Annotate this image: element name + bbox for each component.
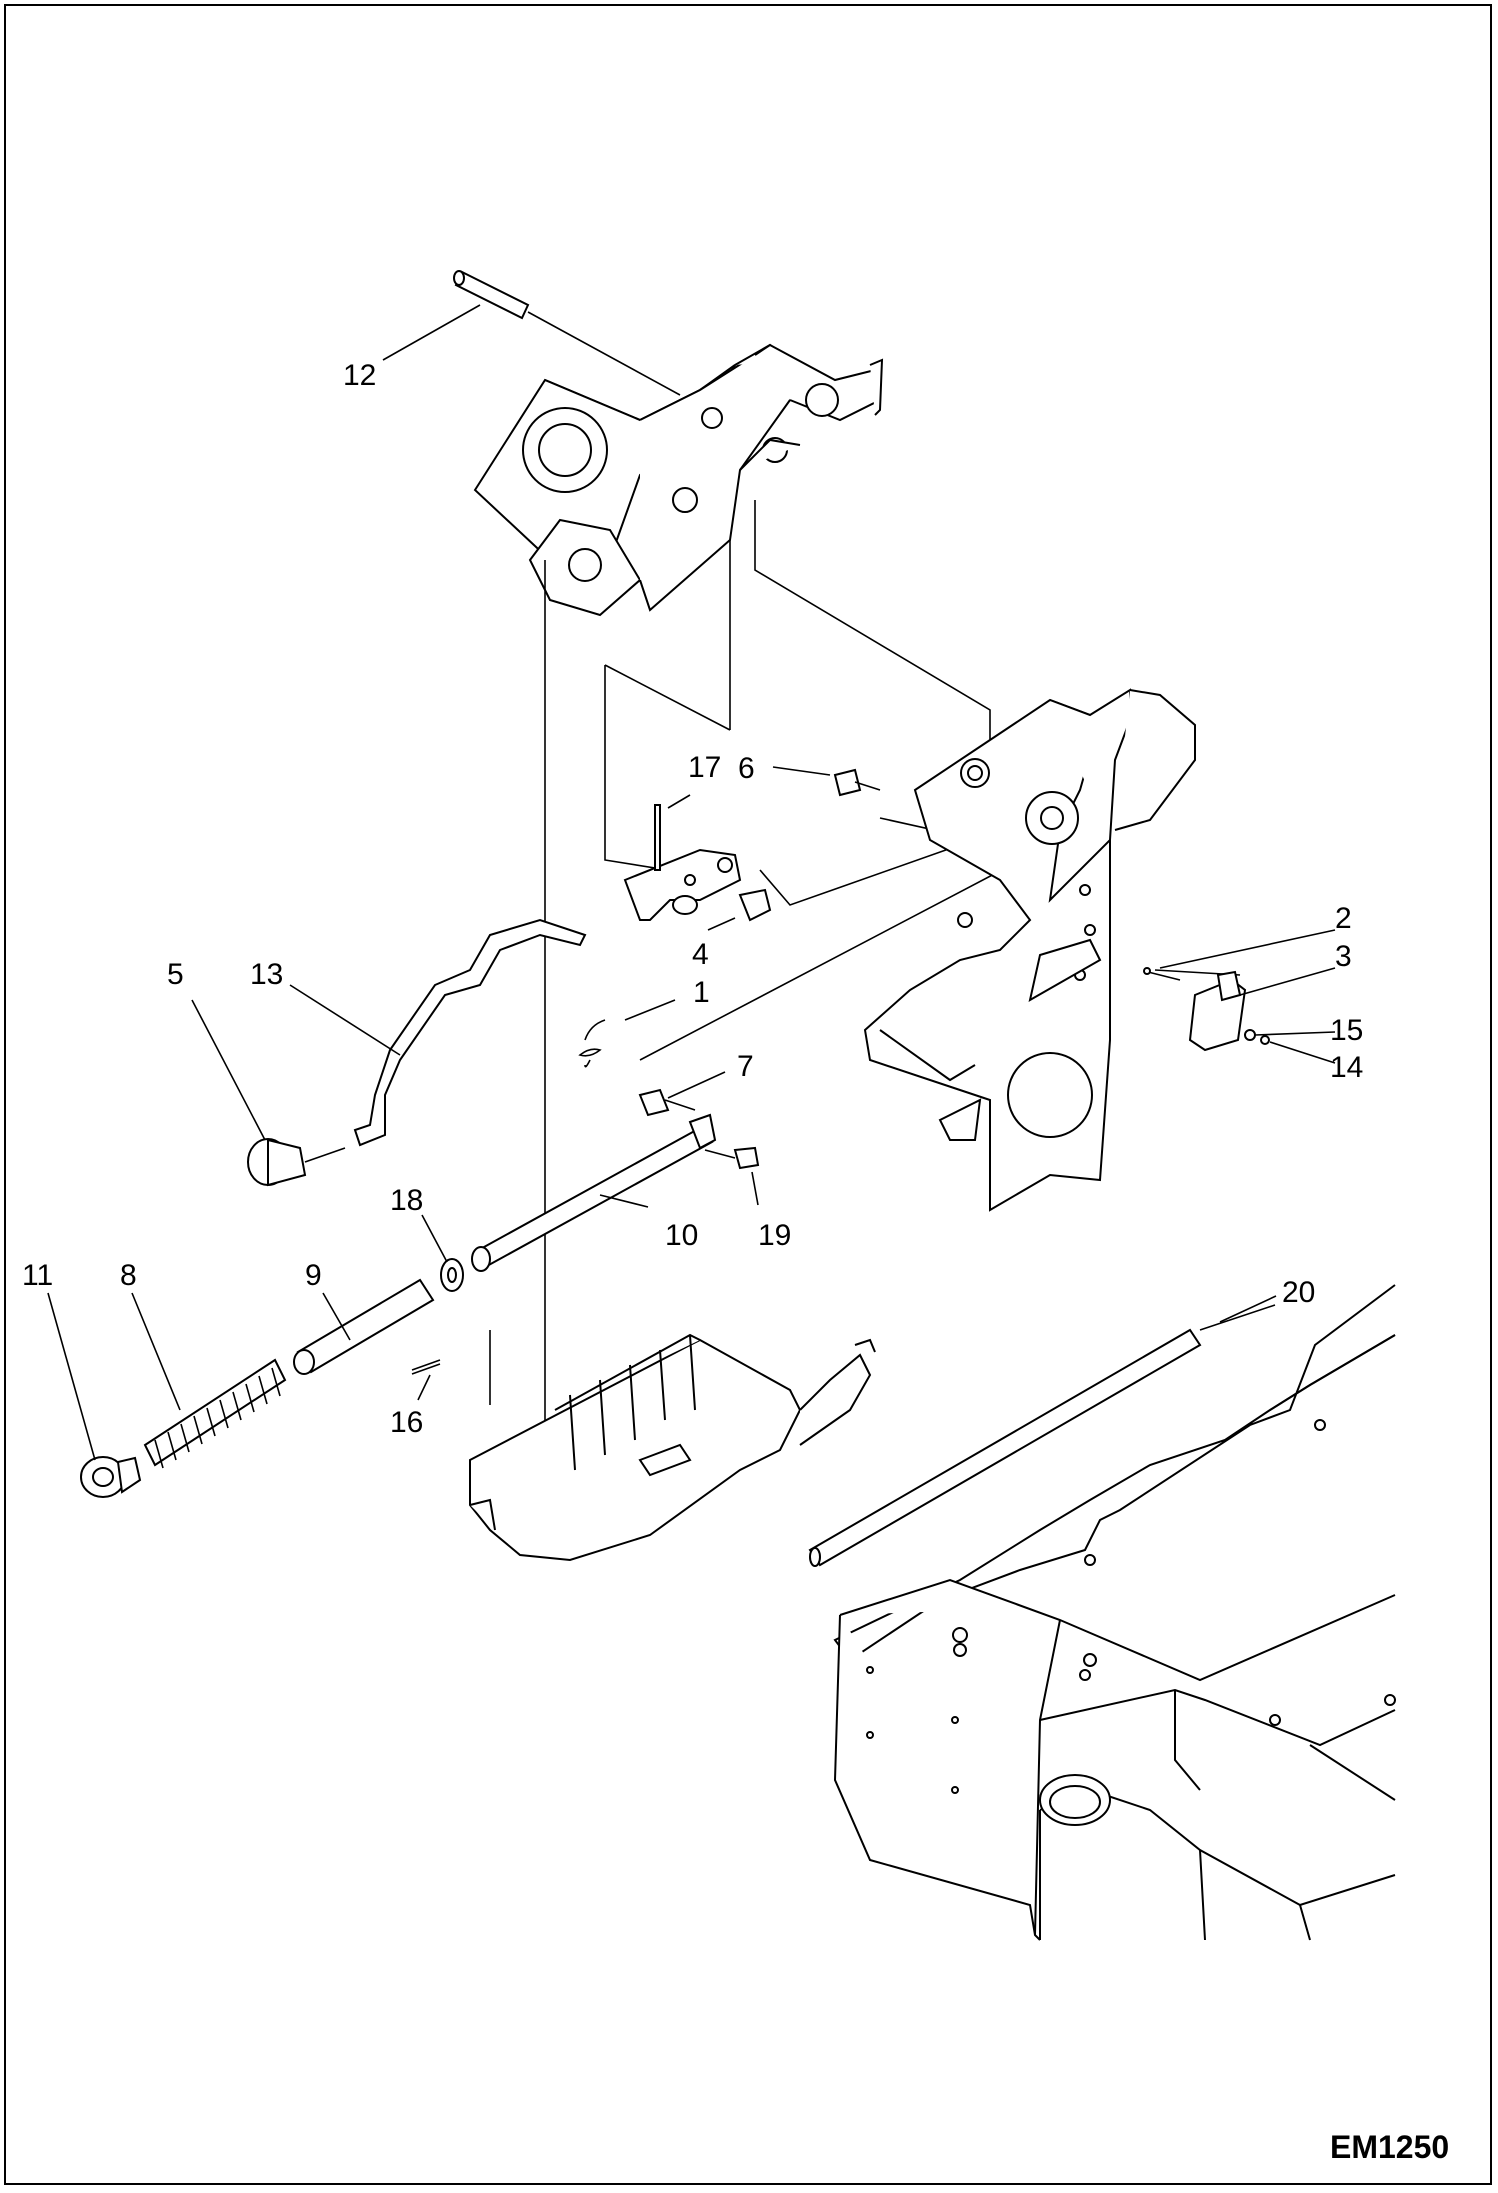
callout-14: 14: [1330, 1051, 1363, 1084]
callout-11: 11: [22, 1259, 53, 1292]
callout-20: 20: [1282, 1276, 1315, 1309]
upper-pedal-bracket: [473, 343, 884, 617]
seal-strip-20: [808, 1304, 1276, 1567]
callout-10: 10: [665, 1219, 698, 1252]
bolt-19: [704, 1146, 760, 1170]
callout-15: 15: [1330, 1014, 1363, 1047]
right-side-plate: [863, 688, 1196, 1212]
callout-2: 2: [1335, 902, 1352, 935]
main-frame: [833, 1284, 1396, 1941]
callout-17: 17: [688, 751, 721, 784]
callout-19: 19: [758, 1219, 791, 1252]
callout-7: 7: [737, 1050, 754, 1083]
callout-8: 8: [120, 1259, 137, 1292]
pedal-lever-13: [353, 918, 587, 1147]
callout-13: 13: [250, 958, 283, 991]
sleeve-9: [293, 1278, 435, 1375]
floor-tray: [469, 1333, 876, 1562]
cotter-pin-16: [411, 1359, 441, 1375]
leader-lines: [47, 304, 1336, 1461]
callout-1: 1: [693, 976, 710, 1009]
callout-5: 5: [167, 958, 184, 991]
spring-8: [143, 1358, 287, 1469]
spring-1: [578, 1019, 606, 1068]
pedal-arm-link: [623, 804, 772, 922]
cap-11: [80, 1456, 142, 1498]
callout-18: 18: [390, 1184, 423, 1217]
callout-3: 3: [1335, 940, 1352, 973]
switch-3-assembly: [1143, 967, 1270, 1052]
pin-12: [453, 270, 681, 396]
callout-12: 12: [343, 359, 376, 392]
diagram-frame: [4, 4, 1492, 2185]
bolt-6: [833, 768, 881, 797]
drawing-code: EM1250: [1330, 2129, 1449, 2165]
callout-6: 6: [738, 752, 755, 785]
shaft-10: [471, 1113, 717, 1272]
exploded-guide-lines: [489, 500, 1241, 1490]
washer-18: [440, 1258, 464, 1292]
callout-4: 4: [692, 938, 709, 971]
callout-labels: 1 2 3 4 5 6 7 8 9 10 11 12 13 14 15 16 1…: [22, 359, 1363, 1439]
pin-7: [638, 1088, 696, 1117]
knob-5: [247, 1138, 346, 1187]
callout-9: 9: [305, 1259, 322, 1292]
callout-16: 16: [390, 1406, 423, 1439]
